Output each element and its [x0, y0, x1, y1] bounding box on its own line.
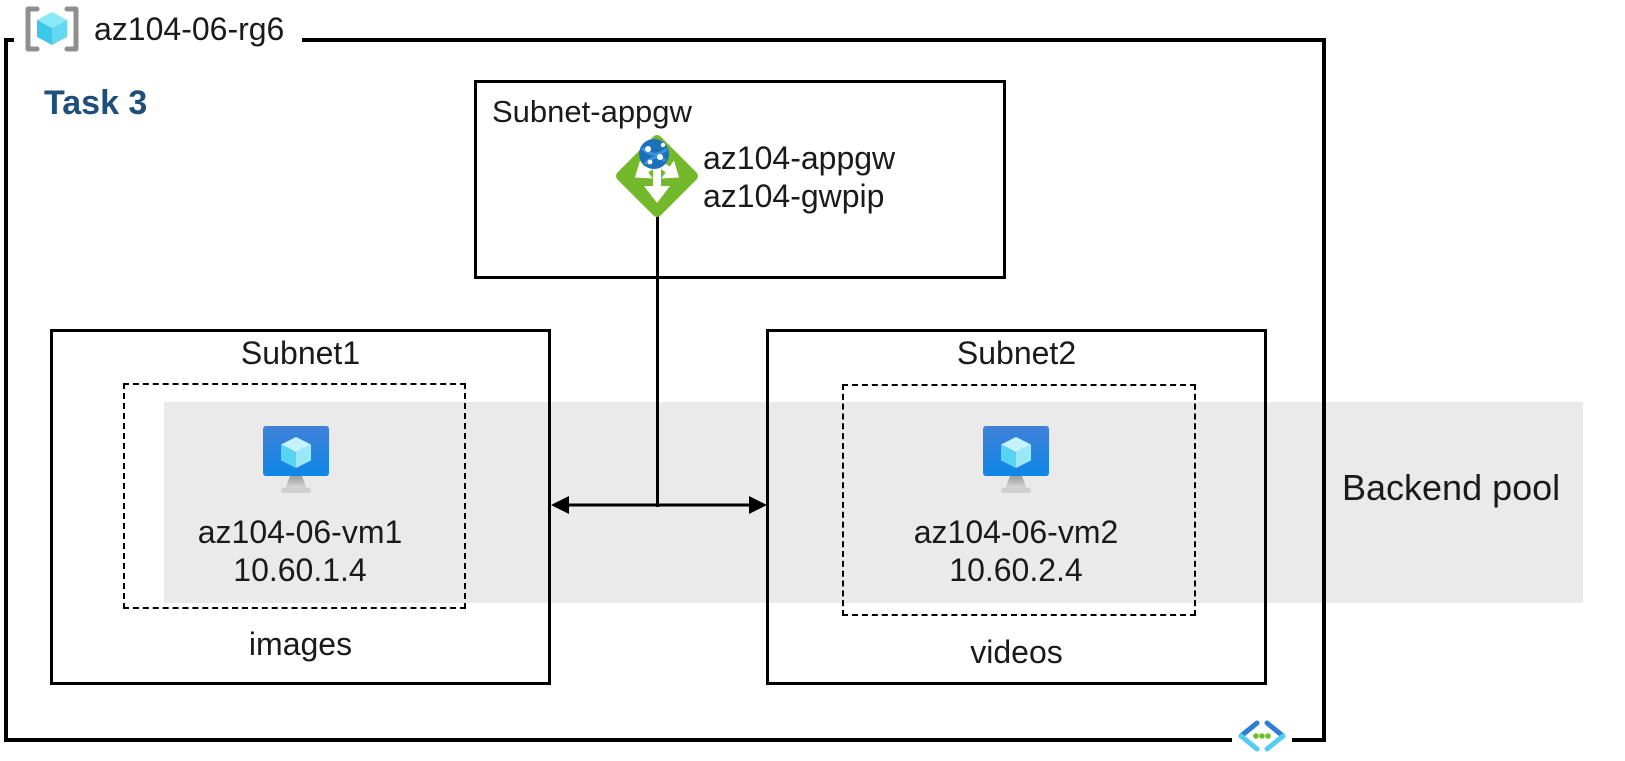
gateway-connector-line [656, 204, 659, 507]
vm1-icon [263, 426, 329, 493]
backend-pool-label: Backend pool [1342, 467, 1561, 508]
appgw-name-label: az104-appgw [703, 140, 896, 176]
subnet2-backend-dashed-box [842, 384, 1196, 616]
subnet2-caption: videos [970, 634, 1063, 670]
vm2-name-label: az104-06-vm2 [913, 514, 1119, 550]
appgw-pip-label: az104-gwpip [703, 178, 885, 214]
appgw-subnet-box: Subnet-appgw [474, 80, 1006, 279]
resource-group-icon [25, 6, 79, 52]
resource-group-title: az104-06-rg6 [94, 10, 285, 47]
subnet1-box: Subnet1 images [50, 329, 551, 685]
virtual-network-icon [1232, 716, 1292, 756]
vm1-ip-label: 10.60.1.4 [233, 552, 367, 588]
subnet1-title: Subnet1 [240, 335, 361, 371]
appgw-subnet-title: Subnet-appgw [492, 94, 692, 129]
appgw-globe-icon [639, 139, 669, 169]
application-gateway-icon [616, 135, 698, 217]
subnet1-backend-dashed-box [123, 383, 466, 609]
resource-group-box [4, 38, 1326, 742]
vm1-name-label: az104-06-vm1 [197, 514, 403, 550]
subnets-double-arrow [551, 496, 767, 514]
appgw-arrow-down [644, 164, 670, 203]
subnet2-title: Subnet2 [956, 335, 1077, 371]
subnet2-box: Subnet2 videos [766, 329, 1267, 685]
vm2-ip-label: 10.60.2.4 [949, 552, 1083, 588]
resource-group-label: az104-06-rg6 [14, 0, 302, 58]
backend-pool-band [164, 402, 1583, 603]
subnet1-caption: images [248, 626, 353, 662]
vm2-icon [983, 426, 1049, 493]
task-heading: Task 3 [44, 84, 148, 122]
